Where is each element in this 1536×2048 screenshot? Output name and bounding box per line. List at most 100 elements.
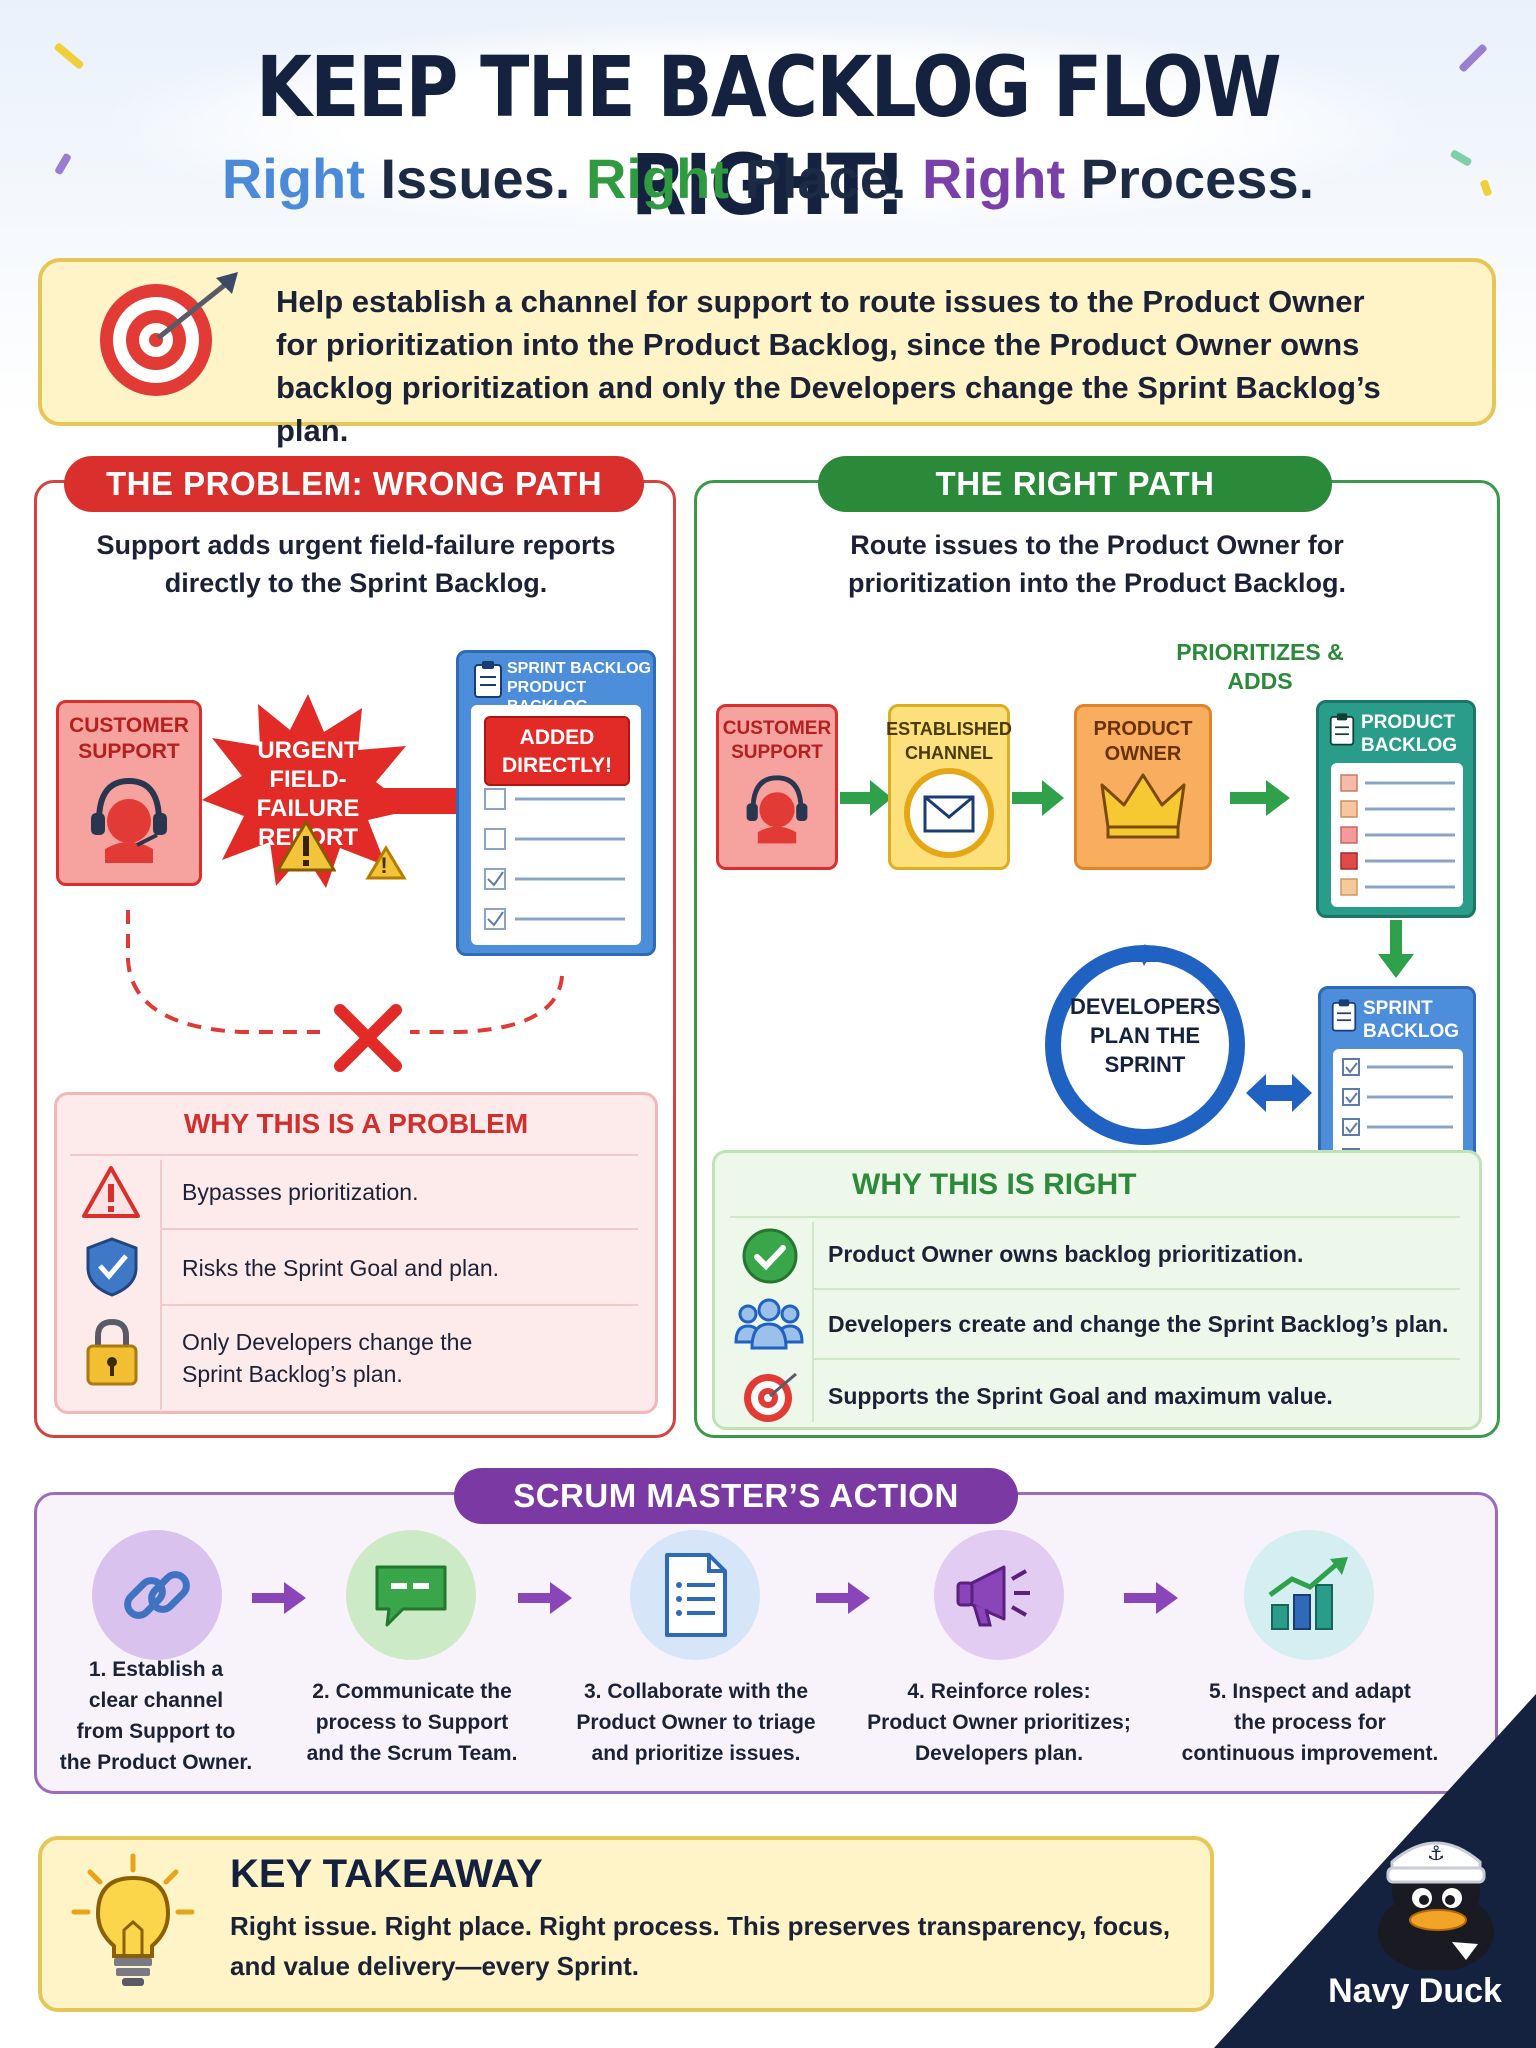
- goal-line: backlog prioritization and only the Deve…: [276, 370, 1381, 448]
- step-line: 4. Reinforce roles:: [907, 1680, 1091, 1703]
- step-line: continuous improvement.: [1181, 1742, 1439, 1765]
- step-line: 2. Communicate the: [312, 1680, 512, 1703]
- urgent-report-label: URGENT FIELD-FAILURE REPORT: [224, 736, 392, 852]
- problem-title: THE PROBLEM: WRONG PATH: [64, 456, 644, 512]
- key-takeaway-box: [38, 1836, 1214, 2012]
- right-path-title: THE RIGHT PATH: [818, 456, 1332, 512]
- link-icon: [124, 1571, 190, 1619]
- product-backlog-card: PRODUCT BACKLOG: [1316, 700, 1476, 918]
- developers-cycle-icon: [1045, 944, 1245, 1145]
- established-channel-box: ESTABLISHED CHANNEL: [886, 704, 1012, 870]
- divider: [812, 1288, 1460, 1290]
- flow-arrow: [1230, 780, 1290, 816]
- flow-arrow: [1012, 780, 1064, 816]
- sprint-backlog-label: SPRINT BACKLOG: [1363, 997, 1459, 1043]
- support-agent-icon: [91, 777, 167, 863]
- step-label: 2. Communicate the process to Support an…: [290, 1676, 534, 1769]
- step-line: Developers plan.: [914, 1742, 1084, 1765]
- urgent-line: FIELD-FAILURE: [256, 766, 360, 822]
- brand-name: Navy Duck: [1328, 1972, 1502, 2010]
- label-line: OWNER: [1104, 743, 1182, 765]
- badge-line: DIRECTLY!: [501, 754, 613, 777]
- target-icon: [100, 272, 238, 396]
- label-line: ESTABLISHED: [886, 719, 1012, 739]
- right-reason-text: Supports the Sprint Goal and maximum val…: [828, 1383, 1333, 1409]
- problem-reasons-box: [54, 1092, 658, 1414]
- subtitle-word: Right: [221, 147, 365, 210]
- dashed-wrong-path: [126, 910, 564, 1034]
- prioritized-list-icon: [1340, 774, 1455, 896]
- right-reason-text: Product Owner owns backlog prioritizatio…: [828, 1241, 1304, 1267]
- target-icon: [744, 1372, 797, 1422]
- right-reasons-title: WHY THIS IS RIGHT: [852, 1168, 1137, 1201]
- label-line: SPRINT: [1104, 1052, 1186, 1077]
- page-title: KEEP THE BACKLOG FLOW RIGHT!: [255, 38, 1282, 234]
- confetti-decoration: [53, 42, 85, 70]
- label-line: SUPPORT: [731, 742, 823, 763]
- divider: [812, 1222, 814, 1422]
- crown-icon: [1100, 773, 1186, 839]
- subtitle-word: Issues.: [364, 147, 586, 210]
- right-path-description: Route issues to the Product Owner for pr…: [712, 526, 1482, 602]
- description-line: directly to the Sprint Backlog.: [164, 568, 548, 598]
- step-arrow: [518, 1582, 572, 1614]
- flow-arrow: [840, 780, 892, 816]
- step-line: 5. Inspect and adapt: [1209, 1680, 1411, 1703]
- step-line: Product Owner prioritizes;: [867, 1711, 1131, 1734]
- goal-line: Help establish a channel for support to …: [276, 284, 1365, 319]
- step-icon-circle: [934, 1530, 1064, 1660]
- urgent-report-burst: !: [202, 694, 412, 888]
- step-arrow: [252, 1582, 306, 1614]
- step-icon-circle: [346, 1530, 476, 1660]
- label-line: CUSTOMER: [722, 718, 832, 739]
- divider: [730, 1216, 1460, 1218]
- warning-icon: [276, 820, 336, 872]
- added-directly-badge: ADDED DIRECTLY!: [484, 716, 630, 786]
- reason-line: Sprint Backlog’s plan.: [182, 1361, 403, 1387]
- scrum-master-title: SCRUM MASTER’S ACTION: [454, 1468, 1018, 1524]
- reason-line: Only Developers change the: [182, 1329, 473, 1355]
- step-line: 1. Establish a: [88, 1658, 224, 1681]
- step-label: 1. Establish a clear channel from Suppor…: [44, 1654, 268, 1778]
- key-takeaway-title: KEY TAKEAWAY: [230, 1852, 543, 1896]
- product-owner-label: PRODUCT OWNER: [1094, 717, 1193, 767]
- lightbulb-icon: [71, 1853, 195, 1986]
- label-line: BACKLOG: [1361, 735, 1458, 756]
- label-line: PLAN THE: [1090, 1023, 1200, 1048]
- divider: [160, 1160, 162, 1410]
- step-line: 3. Collaborate with the: [583, 1680, 809, 1703]
- step-icon-circle: [92, 1530, 222, 1660]
- label-line: SPRINT: [1363, 998, 1433, 1019]
- divider: [812, 1358, 1460, 1360]
- page-subtitle: Right Issues. Right Place. Right Process…: [0, 146, 1536, 211]
- customer-support-box: CUSTOMER SUPPORT: [716, 704, 838, 870]
- clipboard-icon: [474, 661, 502, 698]
- step-arrow: [1124, 1582, 1178, 1614]
- prioritizes-line: PRIORITIZES &: [1176, 639, 1344, 665]
- label-line: CHANNEL: [905, 743, 993, 763]
- takeaway-line: Right issue. Right place. Right process.…: [230, 1911, 1171, 1941]
- prioritizes-label: PRIORITIZES & ADDS: [1150, 638, 1370, 696]
- product-owner-box: PRODUCT OWNER: [1074, 704, 1212, 870]
- step-line: clear channel: [88, 1689, 224, 1712]
- chat-icon: [375, 1565, 447, 1627]
- description-line: prioritization into the Product Backlog.: [847, 568, 1346, 598]
- megaphone-icon: [956, 1565, 1030, 1627]
- shield-icon: [86, 1237, 138, 1297]
- goal-text: Help establish a channel for support to …: [276, 280, 1456, 452]
- support-agent-icon: [746, 775, 808, 844]
- step-label: 4. Reinforce roles: Product Owner priori…: [864, 1676, 1134, 1769]
- right-reasons-box: [712, 1150, 1482, 1430]
- people-icon: [734, 1298, 804, 1350]
- step-icon-circle: [1244, 1530, 1374, 1660]
- duck-mascot-icon: ⚓: [1378, 1841, 1494, 1970]
- divider: [70, 1154, 638, 1156]
- document-icon: [665, 1553, 727, 1637]
- goal-line: for prioritization into the Product Back…: [276, 327, 1360, 362]
- step-line: process to Support: [315, 1711, 509, 1734]
- subtitle-word: Right: [585, 147, 729, 210]
- label-line: PRODUCT: [1361, 712, 1455, 733]
- step-line: and prioritize issues.: [591, 1742, 801, 1765]
- step-line: and the Scrum Team.: [306, 1742, 518, 1765]
- check-circle-icon: [742, 1228, 798, 1284]
